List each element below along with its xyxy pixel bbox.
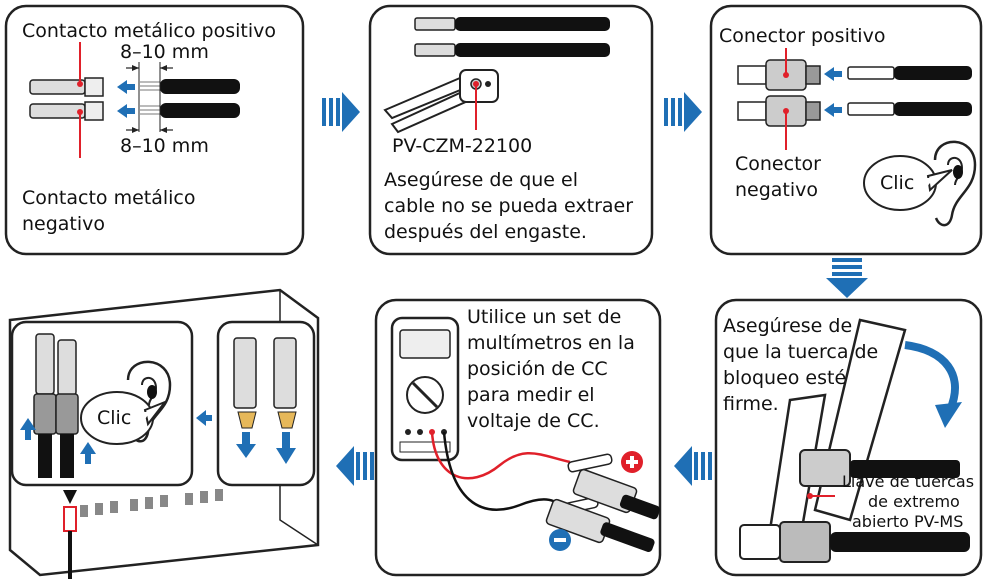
negative-contact-label-2: negativo [22,213,106,235]
dimension-top-label: 8–10 mm [120,41,209,63]
locknut-note-line-2: que la tuerca de [723,341,879,363]
step-arrow-down-icon [826,258,868,298]
locknut-note-line-1: Asegúrese de [723,315,853,337]
test-leads [430,431,661,553]
positive-contact-label: Contacto metálico positivo [22,20,277,42]
unlock-plugs [233,337,297,464]
multimeter-note-line-5: voltaje de CC. [467,410,600,432]
dimension-bottom-label: 8–10 mm [120,135,209,157]
negative-connector-label-2: negativo [735,179,819,201]
wrench-label-2: de extremo [868,492,960,511]
inset-unlock-frame [216,320,316,487]
speech-bubble [80,391,169,445]
connectors-illustration [737,48,972,150]
step-arrow-left-icon [674,446,712,486]
ear-icon [933,140,977,227]
positive-connector-label: Conector positivo [719,25,886,47]
multimeter-note-line-2: multímetros en la [467,332,635,354]
locknut-note-line-4: firme. [723,393,779,415]
metal-contacts-illustration [29,42,240,158]
click-label: Clic [97,407,132,429]
connected-plugs [20,333,96,478]
positive-polarity-icon [621,451,643,473]
panel-2-frame [368,4,654,256]
step-arrow-left-icon [196,410,212,426]
wrench-label-1: Llave de tuercas [842,472,975,491]
click-label: Clic [880,172,915,194]
locknut-note-line-3: bloqueo esté [723,367,847,389]
multimeter-note-line-1: Utilice un set de [467,306,622,328]
negative-connector-label-1: Conector [735,153,821,175]
wrench-illustration [739,318,970,563]
crimp-note-line-3: después del engaste. [384,221,587,243]
crimp-note-line-2: cable no se pueda extraer [384,195,634,217]
wrench-label-3: abierto PV-MS [852,512,964,531]
crimping-tool-illustration [383,17,610,134]
step-arrow-right-icon [322,92,360,132]
speech-bubble [863,155,953,211]
crimp-note-line-1: Asegúrese de que el [384,169,578,191]
multimeter-note-line-4: para medir el [467,384,595,406]
negative-polarity-icon [549,529,571,551]
step-arrow-left-icon [336,446,374,486]
multimeter-note-line-3: posición de CC [467,358,608,380]
multimeter-illustration [390,316,460,462]
step-arrow-right-icon [664,92,702,132]
crimp-tool-model-label: PV-CZM-22100 [392,135,533,157]
negative-contact-label-1: Contacto metálico [22,187,196,209]
